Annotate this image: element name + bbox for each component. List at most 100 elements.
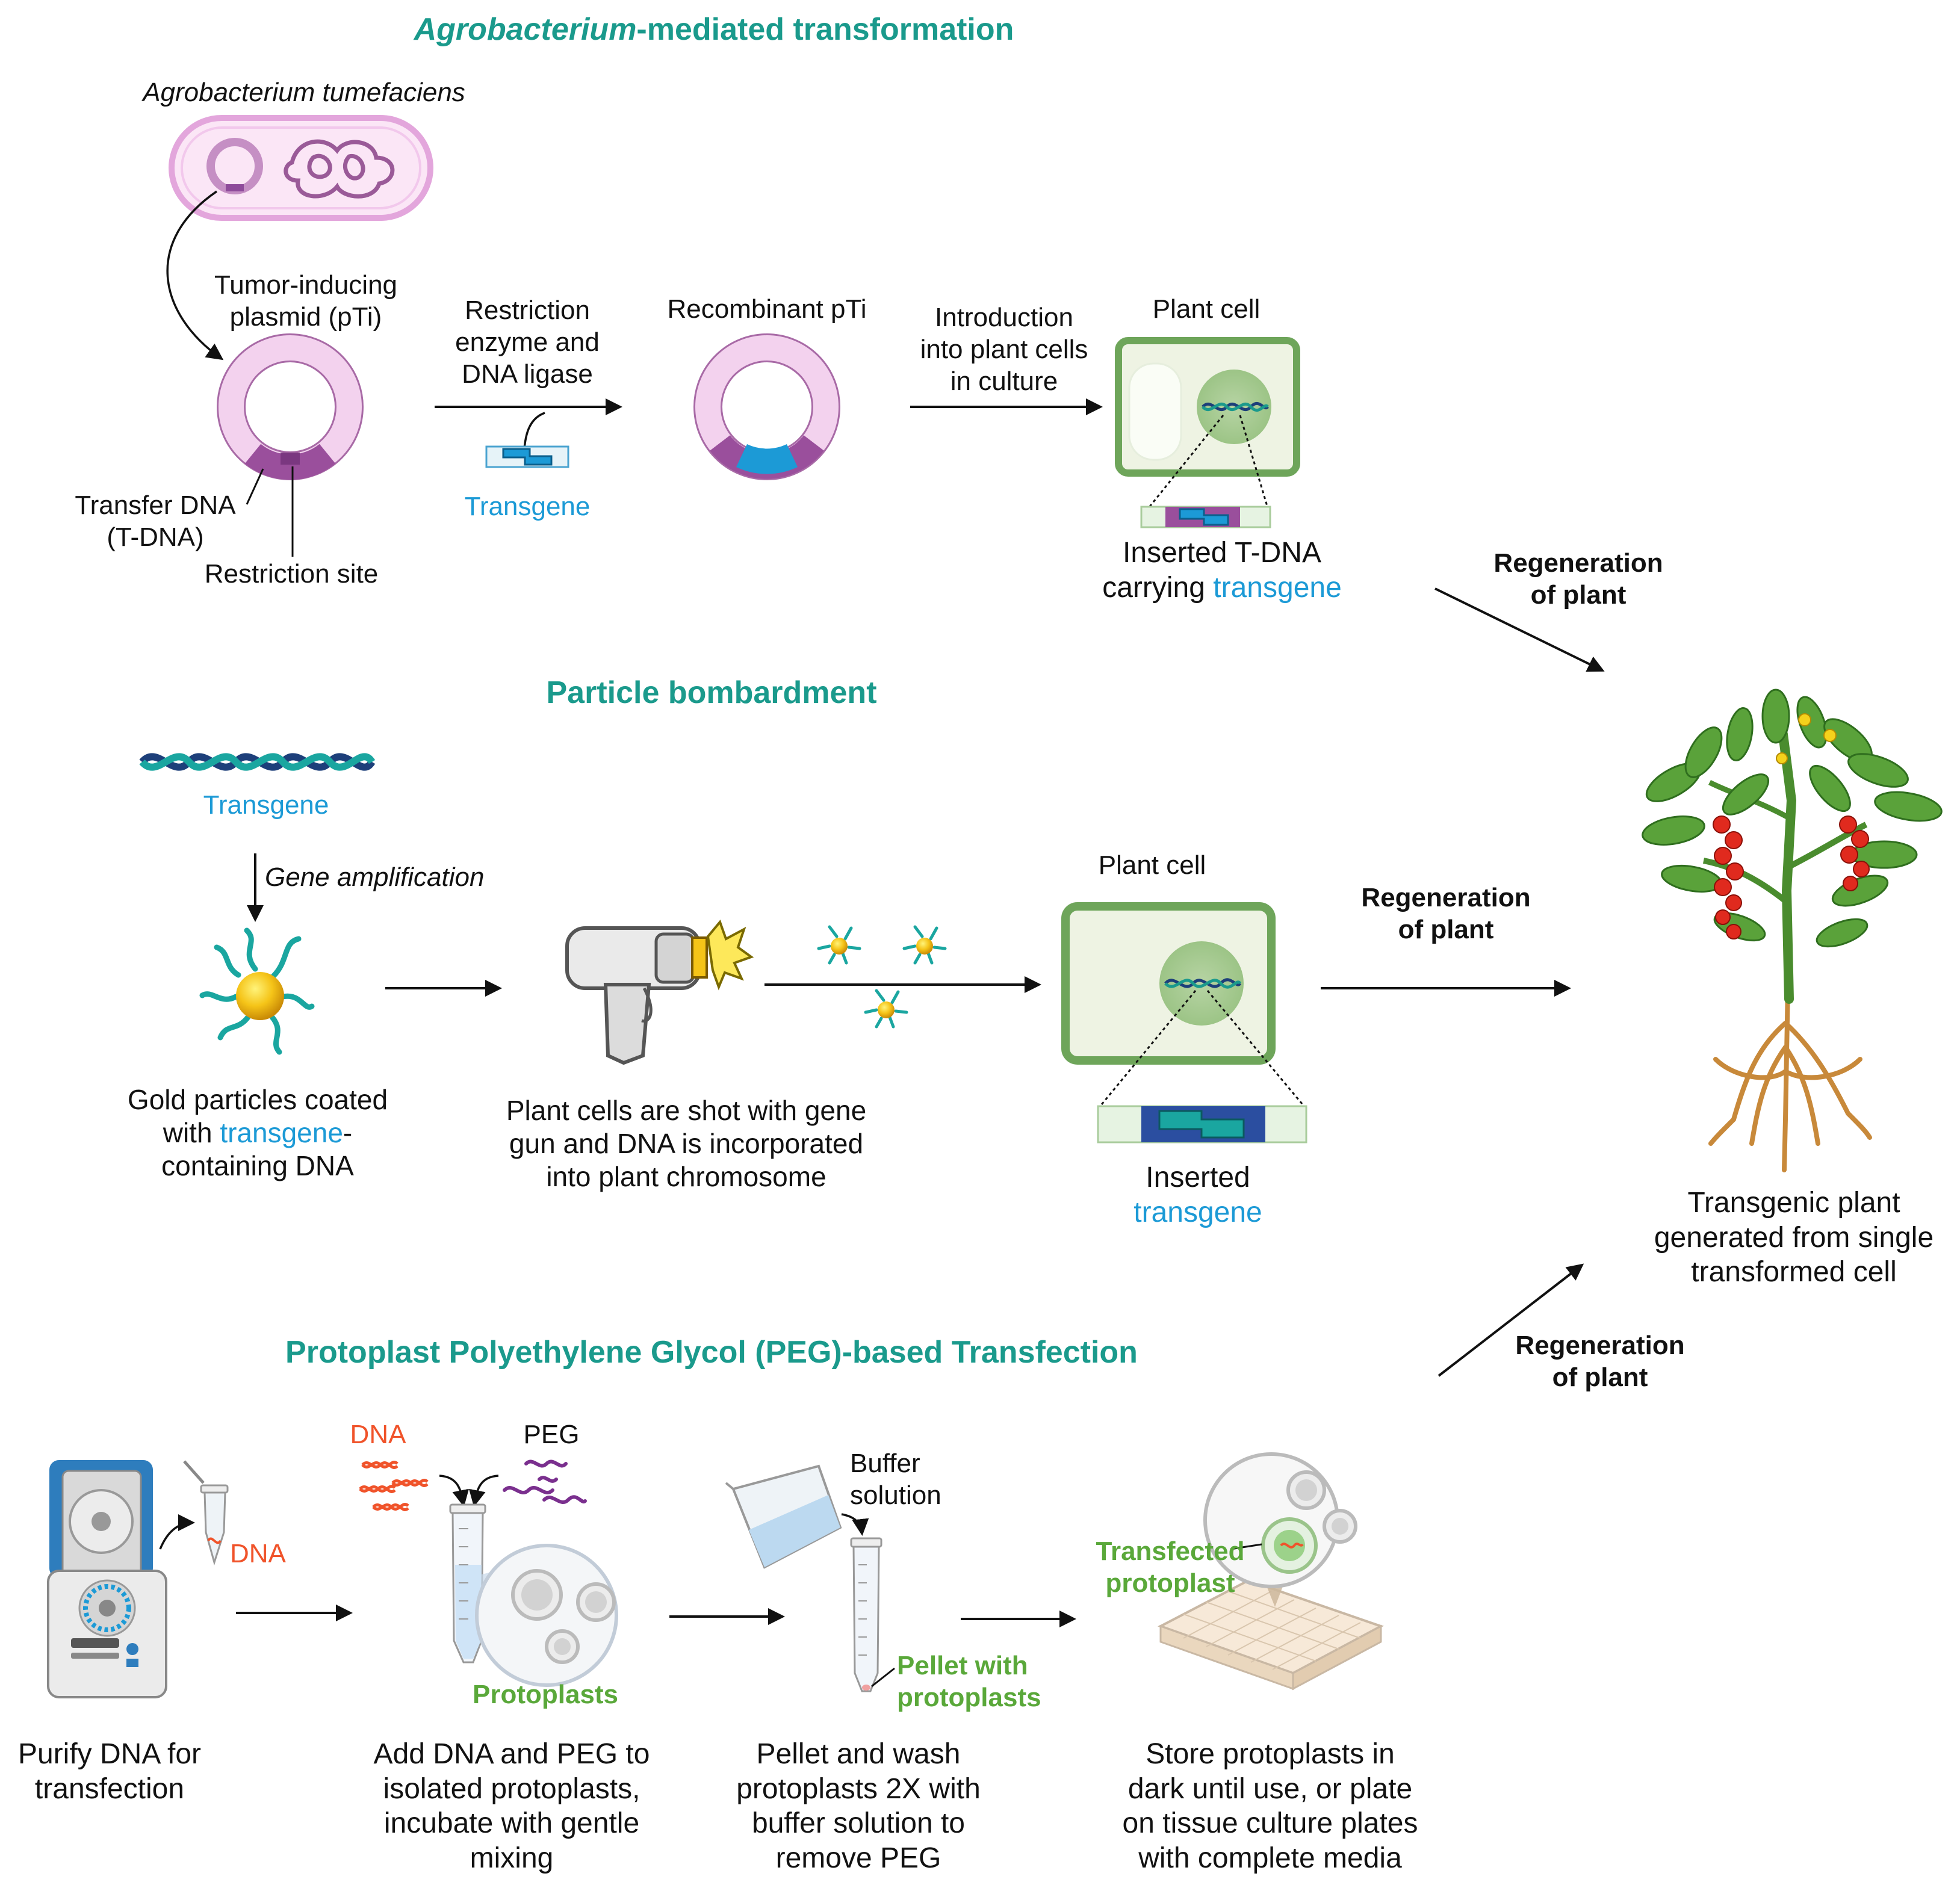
dna-into-tube-arrow (439, 1475, 470, 1507)
plant-cell-label-top: Plant cell (1152, 294, 1261, 324)
inserted-transgene-label: Inserted transgene (1134, 1160, 1262, 1230)
step1-caption: Purify DNA for transfection (18, 1737, 201, 1806)
plant-cell-label-middle: Plant cell (1098, 850, 1206, 880)
regeneration-label-line: of plant (1552, 1362, 1648, 1392)
bacterium-label: Agrobacterium tumefaciens (143, 78, 465, 107)
transfected-label-line: protoplast (1105, 1568, 1235, 1598)
pti-plasmid-label-line: plasmid (pTi) (229, 302, 382, 332)
gold-particles-caption: Gold particles coated with transgene- co… (128, 1083, 388, 1183)
pellet-label: Pellet with protoplasts (897, 1650, 1041, 1714)
gene-gun-caption-line: Plant cells are shot with gene (506, 1095, 867, 1126)
step2-caption-line: mixing (470, 1842, 554, 1874)
transfected-protoplast-zoom (1203, 1452, 1357, 1588)
gold-caption-prefix: with (163, 1117, 220, 1149)
step1-caption-line: transfection (34, 1772, 185, 1805)
step2-caption-line: isolated protoplasts, (383, 1772, 640, 1805)
tdna-label: Transfer DNA (T-DNA) (75, 490, 235, 554)
transgenic-caption-line: generated from single (1654, 1221, 1934, 1254)
particle-section-title: Particle bombardment (546, 675, 877, 710)
regeneration-label-line: Regeneration (1493, 548, 1663, 578)
plant-cell-agro (1115, 337, 1300, 477)
introduction-label: Introduction into plant cells in culture (920, 302, 1088, 397)
microtube-icon (183, 1460, 229, 1566)
enzyme-label-line: Restriction (465, 296, 590, 325)
agro-title-italic: Agrobacterium (414, 12, 637, 47)
regeneration-label-middle: Regeneration of plant (1361, 882, 1530, 946)
regeneration-label-top: Regeneration of plant (1493, 548, 1663, 611)
tdna-label-line: (T-DNA) (107, 522, 204, 552)
step4-caption: Store protoplasts in dark until use, or … (1123, 1737, 1418, 1875)
plant-cell-particle (1061, 902, 1276, 1065)
gold-caption-line: containing DNA (161, 1150, 354, 1182)
enzyme-label-line: DNA ligase (462, 359, 593, 389)
zoom-line-right (1239, 415, 1269, 509)
transgene-fragment-icon (485, 445, 569, 468)
pellet-label-line: protoplasts (897, 1682, 1041, 1712)
step2-caption: Add DNA and PEG to isolated protoplasts,… (374, 1737, 650, 1875)
dna-to-tube-arrow (159, 1514, 195, 1550)
bacterial-chromosome-icon (284, 139, 395, 199)
dna-tube-label: DNA (230, 1539, 286, 1568)
dna-fragments-icon (359, 1461, 429, 1511)
regeneration-arrow-bottom (1437, 1263, 1584, 1377)
gold-particle-small-1 (817, 925, 861, 965)
inserted-transgene-line: Inserted (1146, 1162, 1250, 1193)
regeneration-label-line: of plant (1530, 580, 1627, 610)
buffer-label-line: Buffer (850, 1449, 920, 1478)
agro-section-title: Agrobacterium-mediated transformation (414, 11, 1014, 48)
enzyme-label: Restriction enzyme and DNA ligase (455, 295, 600, 390)
step3-caption: Pellet and wash protoplasts 2X with buff… (736, 1737, 981, 1875)
transgenic-caption-line: Transgenic plant (1687, 1187, 1900, 1219)
agro-title-rest: -mediated transformation (636, 12, 1014, 47)
regeneration-label-line: Regeneration (1515, 1331, 1685, 1360)
regeneration-label-bottom: Regeneration of plant (1515, 1330, 1684, 1394)
pti-plasmid-icon (217, 333, 364, 480)
recombinant-plasmid-icon (693, 333, 840, 480)
restriction-site-label: Restriction site (204, 559, 379, 589)
introduction-label-line: Introduction (935, 303, 1073, 332)
peg-into-tube-arrow (468, 1475, 499, 1507)
step4-caption-line: dark until use, or plate (1127, 1772, 1413, 1805)
plasmid-extraction-arrow (166, 190, 224, 361)
peg-polymer-icon (503, 1459, 587, 1504)
zoom-line-left (1147, 415, 1224, 509)
step1-caption-line: Purify DNA for (17, 1738, 202, 1770)
inserted-tdna-transgene: transgene (1213, 571, 1342, 604)
inserted-tdna-icon (1140, 506, 1271, 528)
protoplasts-zoom-icon (475, 1544, 618, 1687)
inserted-transgene-icon (1097, 1105, 1307, 1144)
inserted-tdna-label-line: Inserted T-DNA (1123, 537, 1321, 569)
step4-caption-line: on tissue culture plates (1122, 1807, 1418, 1840)
inserted-transgene-line: transgene (1134, 1196, 1262, 1228)
pti-plasmid-label-line: Tumor-inducing (214, 270, 398, 300)
recombinant-label: Recombinant pTi (667, 294, 867, 324)
gold-particle-icon (199, 927, 315, 1055)
inserted-tdna-label: Inserted T-DNA carrying transgene (1102, 536, 1342, 605)
gold-caption-line: Gold particles coated (127, 1084, 388, 1115)
transgenic-plant-caption: Transgenic plant generated from single t… (1654, 1186, 1934, 1290)
tdna-label-line: Transfer DNA (75, 491, 236, 520)
zoom-line-left-2 (1098, 990, 1197, 1108)
transfected-label: Transfected protoplast (1096, 1536, 1245, 1600)
gold-caption-suffix: - (343, 1117, 353, 1149)
conical-tube-icon (449, 1503, 486, 1663)
buffer-label: Buffer solution (850, 1448, 941, 1512)
transfected-label-line: Transfected (1096, 1537, 1245, 1566)
introduction-label-line: in culture (950, 366, 1058, 396)
step3-caption-line: remove PEG (775, 1842, 941, 1874)
pellet-tube-icon (850, 1537, 882, 1692)
peg-label: PEG (523, 1420, 580, 1449)
regeneration-label-line: of plant (1398, 914, 1494, 944)
pti-plasmid-label: Tumor-inducing plasmid (pTi) (214, 270, 397, 333)
peg-section-title: Protoplast Polyethylene Glycol (PEG)-bas… (285, 1335, 1138, 1370)
centrifuge-icon (47, 1460, 167, 1698)
inserted-tdna-prefix: carrying (1102, 571, 1214, 604)
enzyme-label-line: enzyme and (455, 327, 600, 357)
gene-gun-icon (565, 920, 754, 1065)
step3-caption-line: Pellet and wash (756, 1738, 961, 1770)
step4-caption-line: Store protoplasts in (1146, 1738, 1395, 1770)
tdna-leader (246, 468, 264, 505)
gene-gun-caption-line: into plant chromosome (546, 1161, 826, 1193)
pellet-label-line: Pellet with (897, 1651, 1028, 1680)
